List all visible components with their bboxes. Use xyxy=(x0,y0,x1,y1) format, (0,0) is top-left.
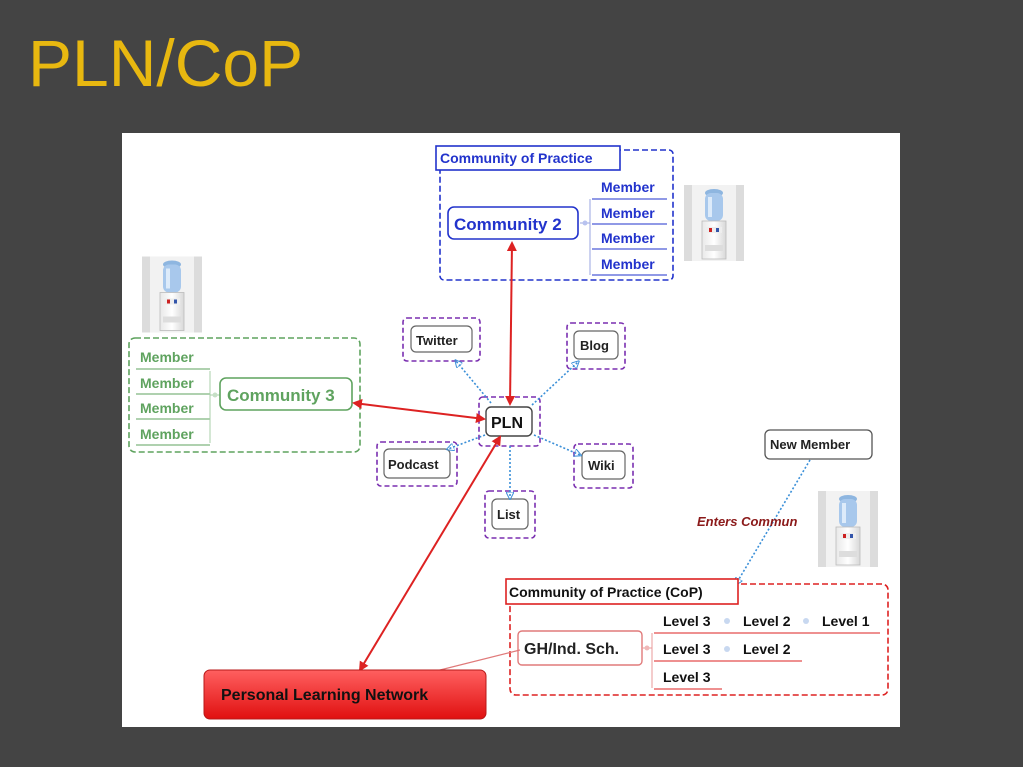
community-2-member: Member xyxy=(601,179,655,195)
community-3-member: Member xyxy=(140,426,194,442)
community-3-member: Member xyxy=(140,375,194,391)
level-label: Level 2 xyxy=(743,613,791,629)
tool-wiki[interactable]: Wiki xyxy=(573,443,634,489)
community-2-node[interactable] xyxy=(447,206,579,240)
tool-connectors xyxy=(448,361,811,584)
community-3-group: Member Member Member Member Community 3 xyxy=(128,337,361,453)
community-2-group: Community of Practice Community 2 Member… xyxy=(435,145,674,281)
school-label: GH/Ind. Sch. xyxy=(524,641,619,658)
level-label: Level 2 xyxy=(743,641,791,657)
tool-label: Wiki xyxy=(588,458,615,473)
new-member-label: New Member xyxy=(770,437,850,452)
level-label: Level 3 xyxy=(663,641,711,657)
cop-header: Community of Practice (CoP) xyxy=(509,584,703,600)
tool-label: Blog xyxy=(580,338,609,353)
network-label: Personal Learning Network xyxy=(221,687,428,704)
level-rows: Level 3 Level 2 Level 1 Level 3 Level 2 … xyxy=(654,613,880,690)
community-2-header: Community of Practice xyxy=(440,150,593,166)
slide-title: PLN/CoP xyxy=(28,26,304,100)
community-3-node[interactable] xyxy=(219,377,353,411)
water-cooler-icon xyxy=(142,256,202,333)
community-2-header-box xyxy=(435,145,621,171)
level-label: Level 1 xyxy=(822,613,870,629)
community-2-member: Member xyxy=(601,230,655,246)
community-3-member: Member xyxy=(140,349,194,365)
personal-learning-network-node[interactable]: Personal Learning Network xyxy=(203,669,487,720)
community-3-member: Member xyxy=(140,400,194,416)
new-member-node[interactable]: New Member xyxy=(764,429,873,460)
tool-blog[interactable]: Blog xyxy=(566,322,626,370)
diagram-svg: Community of Practice Community 2 Member… xyxy=(128,145,889,720)
cop-group: Community of Practice (CoP) GH/Ind. Sch.… xyxy=(505,578,889,696)
pln-center[interactable]: PLN xyxy=(478,396,541,447)
tool-list[interactable]: List xyxy=(484,490,536,539)
community-3-members: Member Member Member Member xyxy=(136,349,210,446)
tool-podcast[interactable]: Podcast xyxy=(376,441,458,487)
tool-twitter[interactable]: Twitter xyxy=(402,317,481,362)
red-connectors xyxy=(352,241,517,672)
community-2-member: Member xyxy=(601,205,655,221)
community-3-boundary xyxy=(128,337,361,453)
water-cooler-icon xyxy=(684,185,744,261)
level-label: Level 3 xyxy=(663,613,711,629)
cop-header-box xyxy=(505,578,739,605)
enters-community-label: Enters Commun xyxy=(697,514,797,529)
diagram-canvas: Community of Practice Community 2 Member… xyxy=(122,133,900,727)
water-cooler-icon xyxy=(818,491,878,567)
tool-label: Podcast xyxy=(388,457,439,472)
community-2-member: Member xyxy=(601,256,655,272)
community-3-title: Community 3 xyxy=(227,386,335,405)
network-to-school-connector xyxy=(435,649,521,672)
community-2-title: Community 2 xyxy=(454,215,562,234)
pln-label: PLN xyxy=(491,415,523,432)
tool-label: List xyxy=(497,507,521,522)
level-label: Level 3 xyxy=(663,669,711,685)
tool-label: Twitter xyxy=(416,333,458,348)
community-2-members: Member Member Member Member xyxy=(592,179,667,276)
